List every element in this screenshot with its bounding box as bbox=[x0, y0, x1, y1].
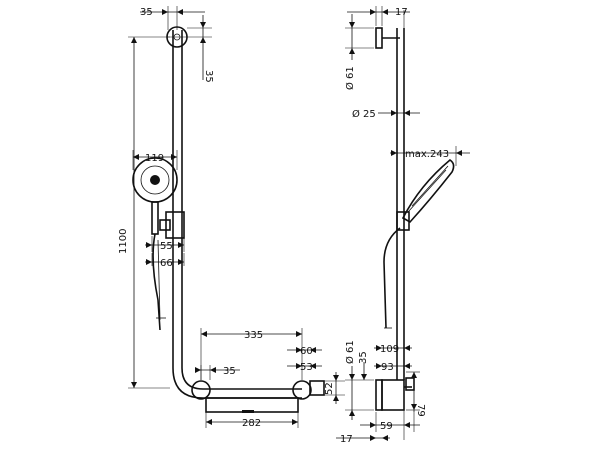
dim-side-93: 93 bbox=[374, 362, 412, 373]
dim-bottom-offset: 35 bbox=[195, 365, 240, 380]
dim-top-offset-y: 35 bbox=[187, 15, 214, 83]
label-35-top: 35 bbox=[140, 7, 153, 18]
front-view: 35 35 1100 119 bbox=[118, 6, 345, 429]
dim-top-offset-x: 35 bbox=[140, 6, 205, 30]
side-shower-head bbox=[396, 159, 455, 231]
dim-60: 60 bbox=[287, 346, 322, 357]
label-side-dia-61-top: Ø 61 bbox=[344, 66, 356, 90]
label-side-35: 35 bbox=[358, 351, 369, 364]
dim-side-top-17: 17 bbox=[347, 6, 410, 26]
label-side-17-bottom: 17 bbox=[340, 434, 353, 445]
vertical-rail bbox=[172, 30, 183, 368]
label-1100: 1100 bbox=[118, 229, 129, 254]
side-view: 17 Ø 61 Ø 25 max.243 bbox=[336, 6, 470, 445]
dim-bottom-length: 335 bbox=[200, 328, 303, 380]
dim-slider-66: 66 bbox=[145, 253, 185, 269]
dim-side-79: 79 bbox=[406, 371, 426, 417]
label-53: 53 bbox=[300, 362, 313, 373]
label-side-max: max.243 bbox=[405, 149, 449, 160]
label-55: 55 bbox=[160, 241, 173, 252]
dim-side-max: max.243 bbox=[390, 146, 470, 166]
side-bottom-bracket bbox=[375, 377, 415, 411]
dim-side-35: 35 bbox=[358, 351, 369, 380]
dim-shelf-length: 282 bbox=[205, 412, 299, 429]
dim-side-bottom-dia: Ø 61 bbox=[344, 340, 374, 420]
dim-rail-height: 1100 bbox=[118, 36, 170, 389]
label-35-right: 35 bbox=[203, 70, 214, 83]
slider bbox=[159, 211, 185, 239]
dim-side-rail-dia: Ø 25 bbox=[352, 108, 420, 120]
shower-head bbox=[132, 157, 178, 331]
dim-side-bracket-dia: Ø 61 bbox=[344, 14, 374, 90]
label-52: 52 bbox=[324, 382, 335, 395]
label-282: 282 bbox=[242, 418, 261, 429]
label-side-17-top: 17 bbox=[395, 7, 408, 18]
dim-side-59: 59 bbox=[360, 412, 420, 432]
side-hose bbox=[383, 227, 401, 329]
dim-side-109: 109 bbox=[374, 344, 412, 355]
dim-side-bottom-17: 17 bbox=[336, 434, 390, 445]
bottom-shelf-bar bbox=[172, 367, 325, 413]
label-66: 66 bbox=[160, 258, 173, 269]
label-side-59: 59 bbox=[380, 421, 393, 432]
label-335: 335 bbox=[244, 330, 263, 341]
label-side-dia-25: Ø 25 bbox=[352, 108, 376, 120]
label-60: 60 bbox=[300, 346, 313, 357]
dim-52: 52 bbox=[324, 372, 345, 404]
hose bbox=[157, 239, 161, 321]
label-side-93: 93 bbox=[381, 362, 394, 373]
side-rail bbox=[396, 28, 405, 380]
dim-slider-55: 55 bbox=[145, 236, 185, 252]
dim-shower-head: 119 bbox=[132, 150, 178, 170]
label-side-79: 79 bbox=[415, 404, 426, 417]
label-side-109: 109 bbox=[380, 344, 399, 355]
dim-53: 53 bbox=[287, 362, 322, 373]
label-119: 119 bbox=[145, 153, 164, 164]
label-side-dia-61-bottom: Ø 61 bbox=[344, 340, 356, 364]
label-35-bottom: 35 bbox=[223, 366, 236, 377]
